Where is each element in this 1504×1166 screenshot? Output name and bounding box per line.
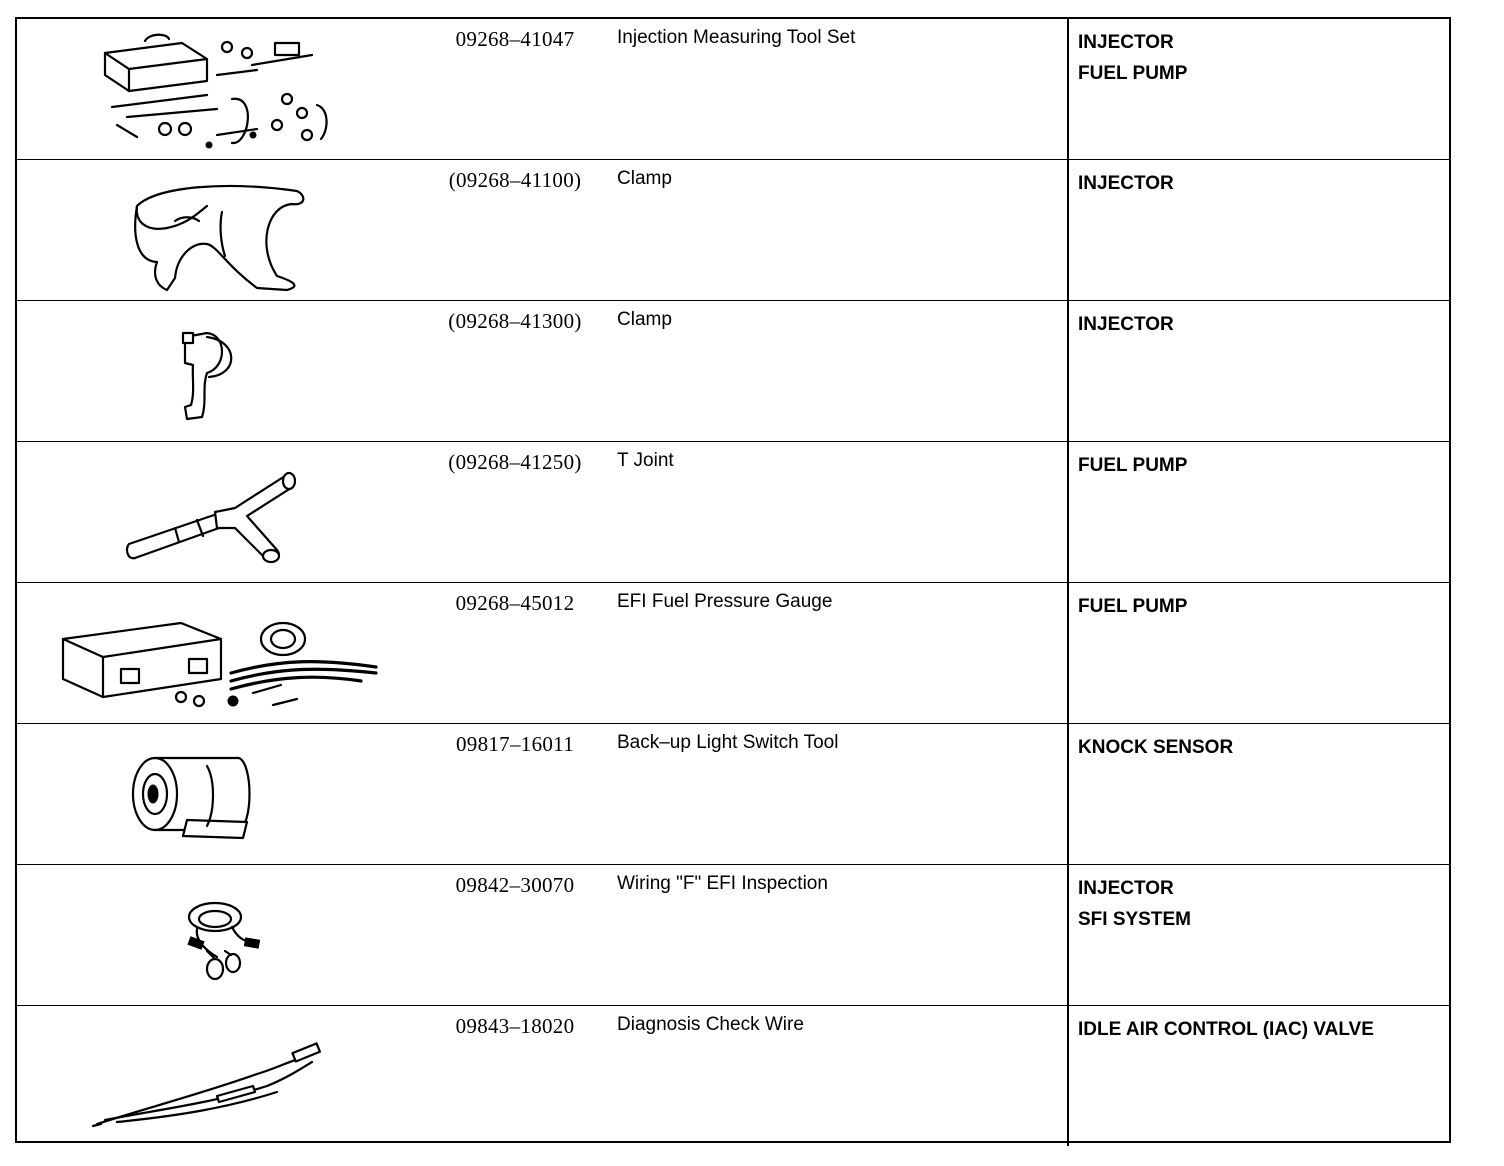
- injection-measuring-tool-set-icon: [57, 25, 417, 153]
- usage-list: INJECTOR: [1078, 309, 1448, 340]
- part-number: (09268–41100): [448, 168, 582, 192]
- usage-list: IDLE AIR CONTROL (IAC) VALVE: [1078, 1014, 1448, 1045]
- table-row: 09268–45012 EFI Fuel Pressure Gauge FUEL…: [17, 583, 1449, 724]
- part-number: 09268–41047: [455, 27, 575, 51]
- part-number: 09842–30070: [455, 873, 575, 897]
- column-divider: [1067, 442, 1069, 582]
- usage-item: SFI SYSTEM: [1078, 909, 1191, 930]
- usage-item: FUEL PUMP: [1078, 63, 1188, 84]
- usage-item: KNOCK SENSOR: [1078, 737, 1234, 758]
- usage-item: IDLE AIR CONTROL (IAC) VALVE: [1078, 1019, 1374, 1040]
- table-row: (09268–41250) T Joint FUEL PUMP: [17, 442, 1449, 583]
- table-row: (09268–41300) Clamp INJECTOR: [17, 301, 1449, 442]
- usage-list: INJECTOR SFI SYSTEM: [1078, 873, 1448, 935]
- t-joint-icon: [57, 448, 417, 576]
- tool-name: Clamp: [617, 168, 672, 189]
- usage-item: INJECTOR: [1078, 32, 1174, 53]
- part-number: 09268–45012: [455, 591, 575, 615]
- wiring-harness-icon: [57, 871, 417, 999]
- usage-list: FUEL PUMP: [1078, 450, 1448, 481]
- tool-name: Back–up Light Switch Tool: [617, 732, 839, 753]
- usage-list: FUEL PUMP: [1078, 591, 1448, 622]
- column-divider: [1067, 160, 1069, 300]
- tool-name: T Joint: [617, 450, 674, 471]
- usage-list: INJECTOR: [1078, 168, 1448, 199]
- usage-item: INJECTOR: [1078, 173, 1174, 194]
- part-number: (09268–41300): [448, 309, 582, 333]
- clamp-icon: [57, 166, 417, 294]
- table-row: 09842–30070 Wiring "F" EFI Inspection IN…: [17, 865, 1449, 1006]
- column-divider: [1067, 19, 1069, 159]
- column-divider: [1067, 1006, 1069, 1146]
- tool-name: Clamp: [617, 309, 672, 330]
- usage-list: KNOCK SENSOR: [1078, 732, 1448, 763]
- tool-name: EFI Fuel Pressure Gauge: [617, 591, 833, 612]
- column-divider: [1067, 583, 1069, 723]
- part-number: (09268–41250): [448, 450, 582, 474]
- column-divider: [1067, 865, 1069, 1005]
- fuel-pressure-gauge-icon: [21, 589, 381, 717]
- tool-name: Diagnosis Check Wire: [617, 1014, 804, 1035]
- usage-item: INJECTOR: [1078, 314, 1174, 335]
- socket-tool-icon: [57, 730, 417, 858]
- usage-list: INJECTOR FUEL PUMP: [1078, 27, 1448, 89]
- usage-item: FUEL PUMP: [1078, 455, 1188, 476]
- part-number: 09843–18020: [455, 1014, 575, 1038]
- table-row: 09843–18020 Diagnosis Check Wire IDLE AI…: [17, 1006, 1449, 1146]
- tool-name: Injection Measuring Tool Set: [617, 27, 856, 48]
- table-row: 09268–41047 Injection Measuring Tool Set…: [17, 19, 1449, 160]
- usage-item: FUEL PUMP: [1078, 596, 1188, 617]
- small-clamp-icon: [57, 307, 417, 435]
- usage-item: INJECTOR: [1078, 878, 1174, 899]
- part-number: 09817–16011: [455, 732, 575, 756]
- special-service-tools-table: 09268–41047 Injection Measuring Tool Set…: [15, 17, 1451, 1146]
- table-row: 09817–16011 Back–up Light Switch Tool KN…: [17, 724, 1449, 865]
- column-divider: [1067, 724, 1069, 864]
- column-divider: [1067, 301, 1069, 441]
- tool-name: Wiring "F" EFI Inspection: [617, 873, 828, 894]
- check-wire-icon: [57, 1012, 417, 1140]
- table-row: (09268–41100) Clamp INJECTOR: [17, 160, 1449, 301]
